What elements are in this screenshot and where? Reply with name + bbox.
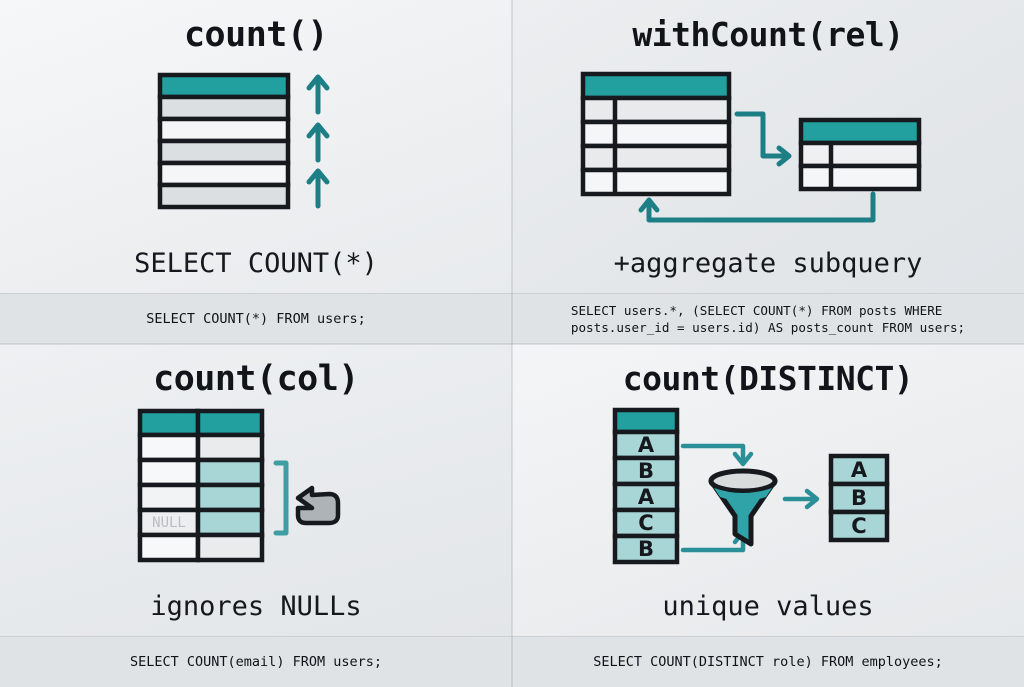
sql-code: SELECT users.*, (SELECT COUNT(*) FROM po… xyxy=(570,303,966,335)
table-header-row xyxy=(612,407,680,435)
sub-table xyxy=(798,117,922,192)
table-header-cell xyxy=(137,408,201,438)
code-bar: SELECT COUNT(DISTINCT role) FROM employe… xyxy=(512,636,1024,687)
panel-title: count(DISTINCT) xyxy=(622,359,914,398)
code-bar: SELECT COUNT(*) FROM users; xyxy=(0,293,512,344)
table-row xyxy=(157,138,291,165)
panel-title: count(col) xyxy=(153,359,359,399)
count-all-svg xyxy=(157,72,330,209)
panel-subtitle: SELECT COUNT(*) xyxy=(134,248,378,279)
table-header-cell xyxy=(195,408,265,438)
table-row xyxy=(580,167,732,197)
arrow-up-icon xyxy=(306,168,330,208)
table-row xyxy=(157,182,291,209)
table-row xyxy=(798,140,922,169)
arrow-main-to-sub-icon xyxy=(734,111,792,167)
arrow-right-to-output-icon xyxy=(782,488,820,510)
panel-subtitle: +aggregate subquery xyxy=(613,248,923,279)
table-header-row xyxy=(798,117,922,146)
value-label: C xyxy=(638,511,653,535)
value-label: B xyxy=(638,459,654,483)
value-label: B xyxy=(851,486,867,510)
value-cell xyxy=(828,509,890,543)
bracket-icon xyxy=(273,460,289,536)
value-cell xyxy=(612,455,680,487)
count-distinct-svg: A B A C B xyxy=(612,407,890,565)
null-label: NULL xyxy=(152,515,186,531)
table-cell xyxy=(195,432,265,463)
table-row xyxy=(798,163,922,192)
up-arrows-group xyxy=(306,74,330,208)
value-label: A xyxy=(851,458,868,482)
value-cell xyxy=(612,481,680,513)
table-cell xyxy=(137,532,201,563)
output-column: A B C xyxy=(828,453,890,543)
table-header-row xyxy=(580,71,732,101)
sql-code: SELECT COUNT(DISTINCT role) FROM employe… xyxy=(593,653,943,670)
arrow-up-icon xyxy=(306,122,330,162)
panel-title: count() xyxy=(183,15,329,55)
table-cell-counted xyxy=(195,457,265,488)
arrow-sub-to-main-icon xyxy=(638,191,876,223)
panel-title: withCount(rel) xyxy=(632,15,904,54)
panel-subtitle: ignores NULLs xyxy=(150,591,362,622)
table-cell-counted xyxy=(195,482,265,513)
panel-subtitle: unique values xyxy=(662,591,874,622)
panel-count-col: count(col) NULL xyxy=(0,344,512,687)
table-cell-counted xyxy=(195,507,265,538)
value-cell xyxy=(828,481,890,515)
main-table xyxy=(580,71,732,197)
table-all-rows xyxy=(157,72,291,209)
sql-code: SELECT COUNT(email) FROM users; xyxy=(130,653,382,670)
table-cell xyxy=(137,432,201,463)
panel-count-distinct: count(DISTINCT) A B A C B xyxy=(512,344,1024,687)
count-col-svg: NULL xyxy=(137,408,341,563)
value-label: B xyxy=(638,537,654,561)
funnel-icon xyxy=(708,468,778,547)
table-row xyxy=(580,119,732,149)
value-label: A xyxy=(638,485,655,509)
diagram-count-col: NULL xyxy=(0,397,512,593)
table-row xyxy=(580,95,732,125)
sql-code: SELECT COUNT(*) FROM users; xyxy=(146,310,366,327)
value-label: A xyxy=(638,433,655,457)
diagram-count-distinct: A B A C B xyxy=(512,395,1024,593)
table-cell xyxy=(137,482,201,513)
diagram-with-count-rel xyxy=(512,51,1024,250)
code-bar: SELECT users.*, (SELECT COUNT(*) FROM po… xyxy=(512,293,1024,344)
panel-count-all: count() xyxy=(0,0,512,344)
diagram-count-all xyxy=(0,53,512,250)
value-cell xyxy=(612,533,680,565)
funnel-rim xyxy=(708,468,778,494)
input-column: A B A C B xyxy=(612,407,680,565)
pointing-hand-icon xyxy=(295,485,341,526)
code-bar: SELECT COUNT(email) FROM users; xyxy=(0,636,512,687)
table-header-row xyxy=(157,72,291,99)
with-count-svg xyxy=(580,71,922,223)
table-row xyxy=(580,143,732,173)
table-row xyxy=(157,160,291,187)
table-row xyxy=(157,94,291,121)
value-label: C xyxy=(851,514,866,538)
arrow-down-into-funnel-icon xyxy=(680,443,754,467)
panel-with-count-rel: withCount(rel) xyxy=(512,0,1024,344)
arrow-up-icon xyxy=(306,74,330,114)
table-cell xyxy=(195,532,265,563)
table-row xyxy=(157,116,291,143)
table-cell xyxy=(137,457,201,488)
